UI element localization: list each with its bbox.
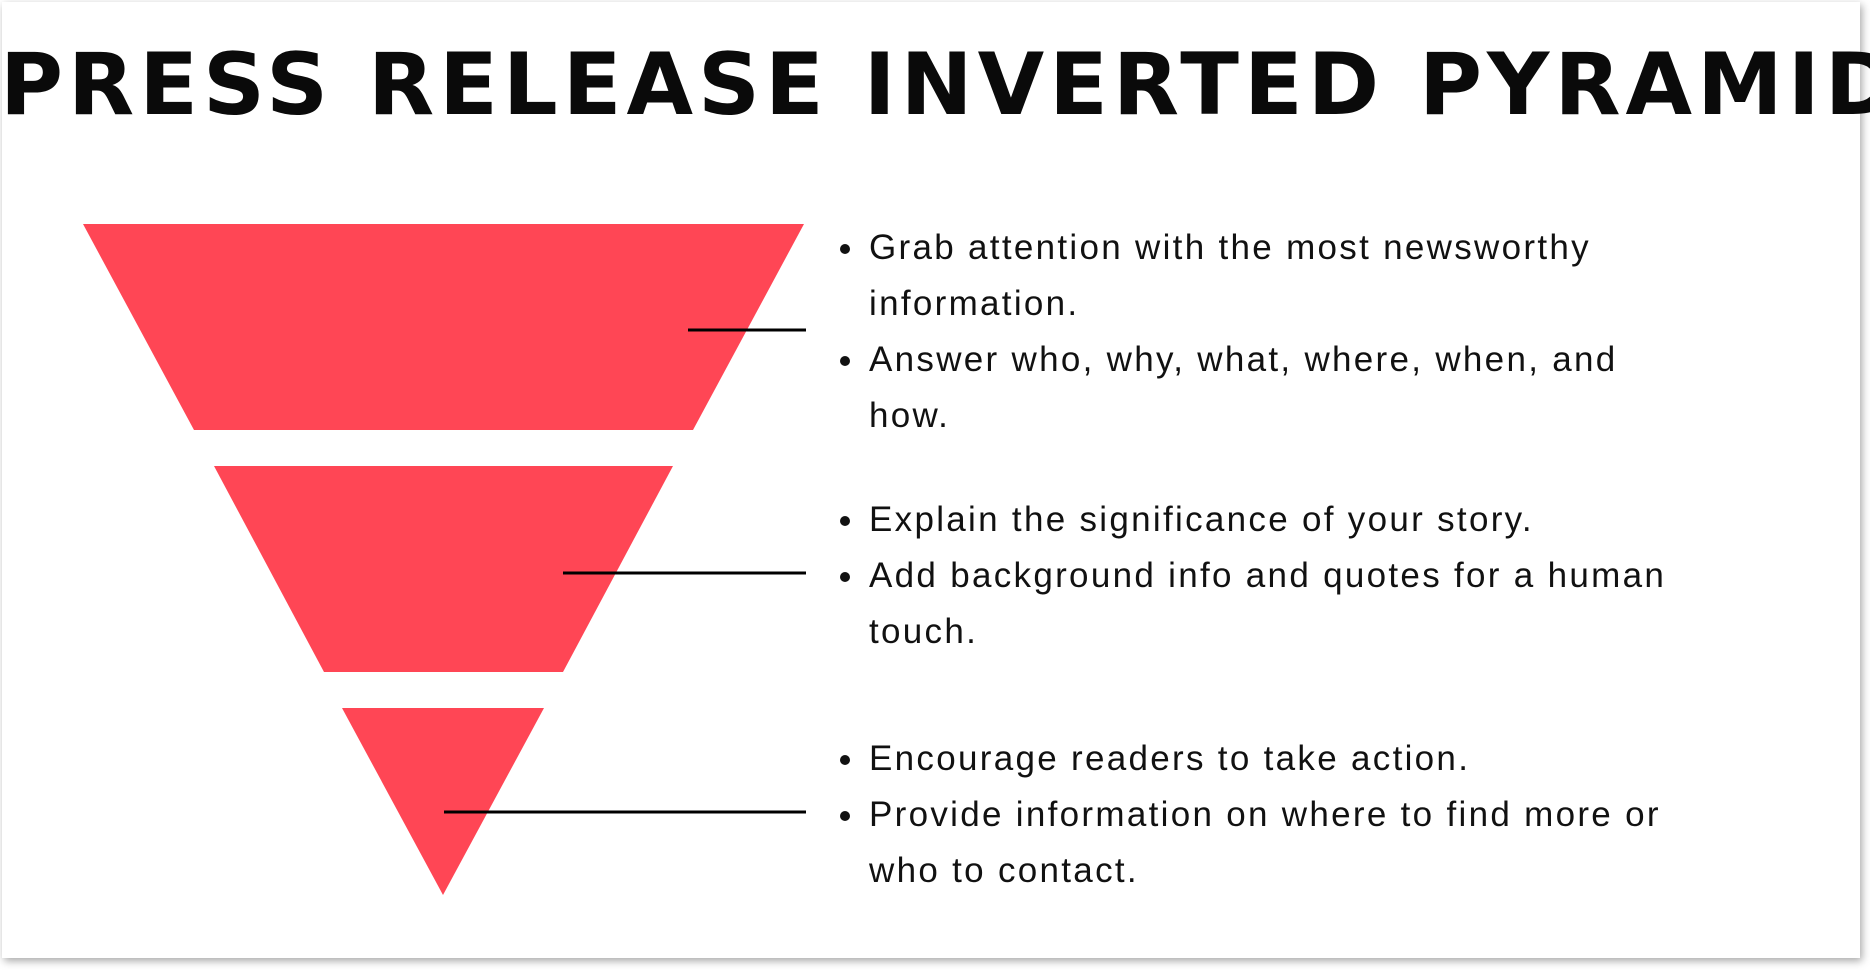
pyramid-tier-middle — [214, 466, 673, 672]
tier-middle-bullets: Explain the significance of your story. … — [836, 492, 1736, 660]
page-title: PRESS RELEASE INVERTED PYRAMID — [0, 35, 1870, 135]
pyramid-tier-bottom — [342, 708, 544, 895]
tier-top-bullets: Grab attention with the most newsworthy … — [836, 220, 1696, 444]
pyramid-tier-top — [83, 224, 804, 430]
bullet-item: Provide information on where to find mor… — [836, 787, 1736, 899]
bullet-item: Grab attention with the most newsworthy … — [836, 220, 1696, 332]
bullet-item: Explain the significance of your story. — [836, 492, 1736, 548]
bullet-item: Encourage readers to take action. — [836, 731, 1736, 787]
tier-bottom-bullets: Encourage readers to take action. Provid… — [836, 731, 1736, 899]
bullet-item: Answer who, why, what, where, when, and … — [836, 332, 1696, 444]
bullet-item: Add background info and quotes for a hum… — [836, 548, 1736, 660]
